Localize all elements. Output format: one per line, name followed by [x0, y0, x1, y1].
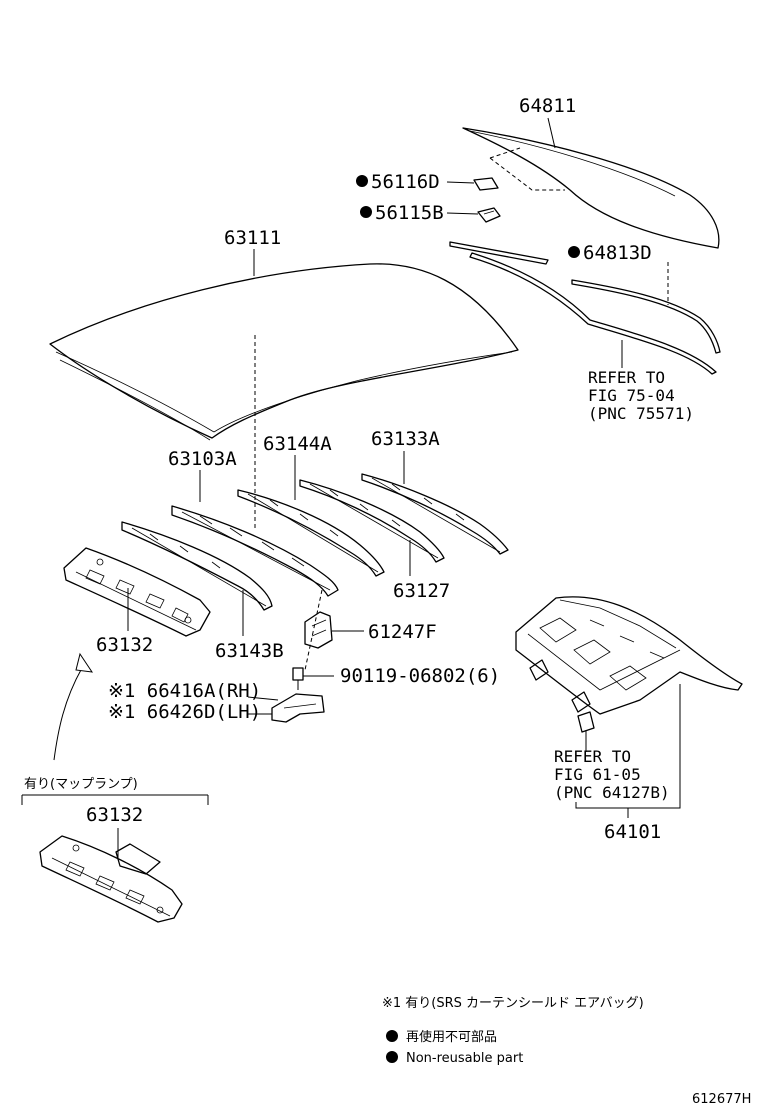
figure-id: 612677H — [692, 1092, 751, 1107]
dash-bracket — [304, 589, 323, 671]
refer-61-line1: REFER TO — [554, 747, 631, 766]
label-63143b: 63143B — [215, 640, 284, 662]
label-63111: 63111 — [224, 227, 281, 249]
leader-56115b — [446, 212, 479, 215]
part-66416a-bracket — [271, 693, 325, 723]
label-64811: 64811 — [519, 95, 576, 117]
refer-75-line1: REFER TO — [588, 368, 665, 387]
label-63103a: 63103A — [168, 448, 237, 470]
part-64101-shelf — [515, 596, 743, 733]
nonreusable-mark-56115b — [360, 206, 372, 218]
label-63132: 63132 — [96, 634, 153, 656]
part-63143b-bow — [121, 521, 273, 611]
part-56115b — [477, 207, 501, 223]
part-63133a-bow — [361, 473, 509, 555]
part-90119-bolt — [292, 667, 304, 690]
leader-64811 — [547, 117, 556, 149]
label-63132-alt: 63132 — [86, 804, 143, 826]
leader-56116d — [446, 181, 475, 184]
part-63132-reinforcement — [63, 547, 211, 637]
part-63103a-bow — [171, 505, 339, 597]
variant-label: 有り(マップランプ) — [24, 777, 138, 792]
part-63111-roof-panel — [49, 263, 519, 441]
legend-mark-en — [386, 1051, 398, 1063]
part-63132-alt-reinforcement — [39, 835, 183, 923]
refer-61-line2: FIG 61-05 — [554, 765, 641, 784]
label-66416a: ※1 66416A(RH) — [108, 680, 261, 702]
label-63127: 63127 — [393, 580, 450, 602]
refer-75-line3: (PNC 75571) — [588, 404, 694, 423]
variant-arrow — [53, 667, 83, 761]
nonreusable-mark-64813d — [568, 246, 580, 258]
refer-75-line2: FIG 75-04 — [588, 386, 675, 405]
legend-nonreusable-jp: 再使用不可部品 — [406, 1029, 497, 1045]
label-56116d: 56116D — [371, 171, 440, 193]
nonreusable-mark-56116d — [356, 175, 368, 187]
part-61247f-bracket — [304, 611, 333, 649]
part-63127-bow — [299, 479, 445, 563]
label-90119: 90119-06802(6) — [340, 665, 500, 687]
label-61247f: 61247F — [368, 621, 437, 643]
label-64813d: 64813D — [583, 242, 652, 264]
legend-note1: ※1 有り(SRS カーテンシールド エアバッグ) — [382, 996, 644, 1011]
leader-66416a — [247, 696, 279, 701]
label-63144a: 63144A — [263, 433, 332, 455]
label-64101: 64101 — [604, 821, 661, 843]
refer-61-line3: (PNC 64127B) — [554, 783, 670, 802]
part-moulding-strips — [449, 241, 721, 375]
part-64811-glass — [462, 127, 720, 249]
variant-arrow-head — [75, 652, 94, 673]
label-66426d: ※1 66426D(LH) — [108, 701, 261, 723]
legend-nonreusable-en: Non-reusable part — [406, 1051, 523, 1066]
label-56115b: 56115B — [375, 202, 444, 224]
label-63133a: 63133A — [371, 428, 440, 450]
part-63144a-bow — [237, 489, 385, 577]
legend-mark-jp — [386, 1030, 398, 1042]
part-56116d — [473, 177, 499, 191]
